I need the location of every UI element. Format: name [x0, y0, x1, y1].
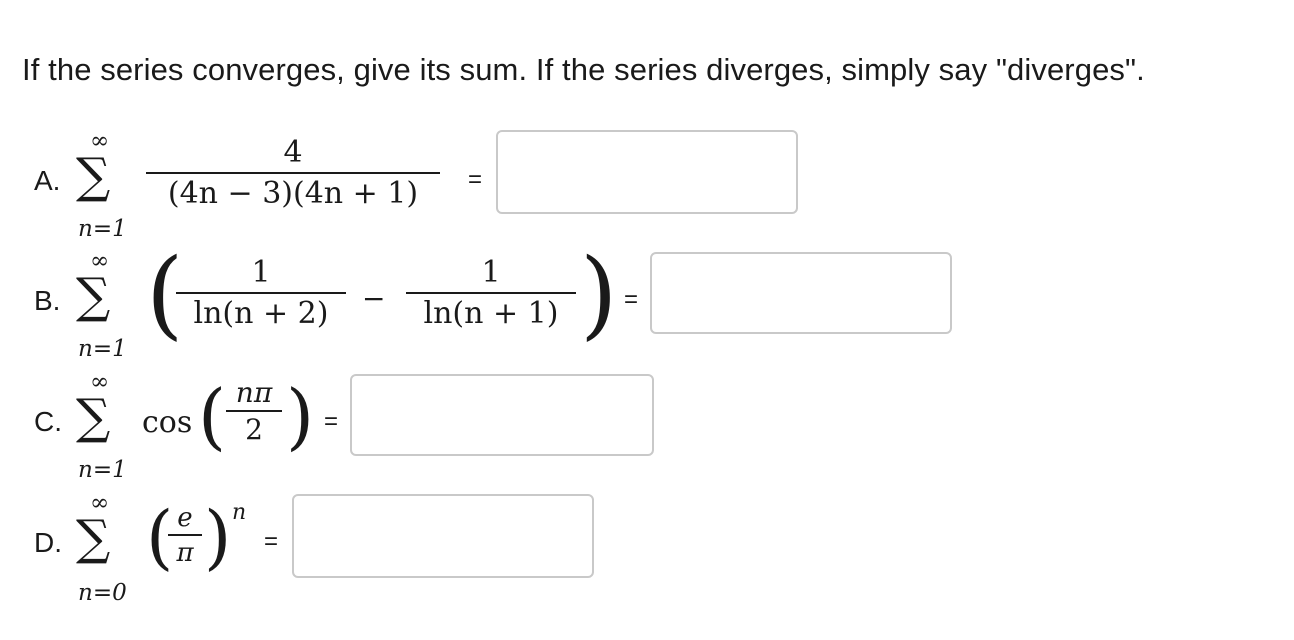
minus-sign: −: [362, 282, 386, 315]
problem-letter: C.: [34, 406, 62, 437]
sum-lower-limit: n=1: [78, 216, 127, 242]
left-parenthesis: (: [146, 496, 174, 578]
answer-input-b[interactable]: [650, 252, 952, 334]
fraction-bar: [176, 292, 346, 294]
fraction-denominator: (4n − 3)(4n + 1): [167, 176, 419, 211]
fraction-denominator: 2: [245, 413, 263, 446]
sum-upper-limit: ∞: [90, 248, 110, 274]
question-prompt: If the series converges, give its sum. I…: [22, 52, 1145, 87]
fraction-bar: [146, 172, 440, 174]
cos-function: cos: [142, 405, 193, 440]
sum-upper-limit: ∞: [90, 128, 110, 154]
fraction-numerator: e: [177, 503, 193, 533]
base-fraction: e π: [168, 502, 202, 570]
fraction-bar: [406, 292, 576, 294]
fraction-denominator: ln(n + 1): [423, 296, 559, 331]
left-parenthesis: (: [198, 374, 227, 458]
second-fraction: 1 ln(n + 1): [406, 254, 576, 334]
answer-input-a[interactable]: [496, 130, 798, 214]
summation-symbol: ∑: [76, 148, 111, 204]
problem-letter: A.: [34, 165, 61, 196]
series-term-fraction: 4 (4n − 3)(4n + 1): [146, 134, 440, 214]
fraction-numerator: nπ: [235, 376, 273, 409]
problem-letter: B.: [34, 285, 61, 316]
exponent: n: [232, 500, 247, 525]
summation-symbol: ∑: [76, 510, 111, 566]
right-parenthesis: ): [204, 496, 232, 578]
equals-sign: =: [264, 528, 279, 555]
sum-lower-limit: n=1: [78, 336, 127, 362]
right-parenthesis: ): [286, 374, 315, 458]
fraction-bar: [226, 410, 282, 412]
summation-symbol: ∑: [76, 389, 111, 445]
fraction-numerator: 1: [251, 255, 271, 290]
equals-sign: =: [624, 286, 639, 313]
first-fraction: 1 ln(n + 2): [176, 254, 346, 334]
problem-letter: D.: [34, 527, 62, 558]
fraction-bar: [168, 534, 202, 536]
fraction-numerator: 4: [283, 135, 303, 170]
cos-argument-fraction: nπ 2: [226, 376, 282, 448]
sum-upper-limit: ∞: [90, 490, 110, 516]
summation-symbol: ∑: [76, 268, 111, 324]
answer-input-d[interactable]: [292, 494, 594, 578]
answer-input-c[interactable]: [350, 374, 654, 456]
equals-sign: =: [468, 166, 483, 193]
equals-sign: =: [324, 408, 339, 435]
left-parenthesis: (: [146, 238, 184, 350]
fraction-numerator: 1: [481, 255, 501, 290]
fraction-denominator: π: [176, 538, 194, 568]
fraction-denominator: ln(n + 2): [193, 296, 329, 331]
sum-lower-limit: n=1: [78, 457, 127, 483]
right-parenthesis: ): [580, 238, 618, 350]
sum-lower-limit: n=0: [78, 580, 127, 606]
sum-upper-limit: ∞: [90, 369, 110, 395]
